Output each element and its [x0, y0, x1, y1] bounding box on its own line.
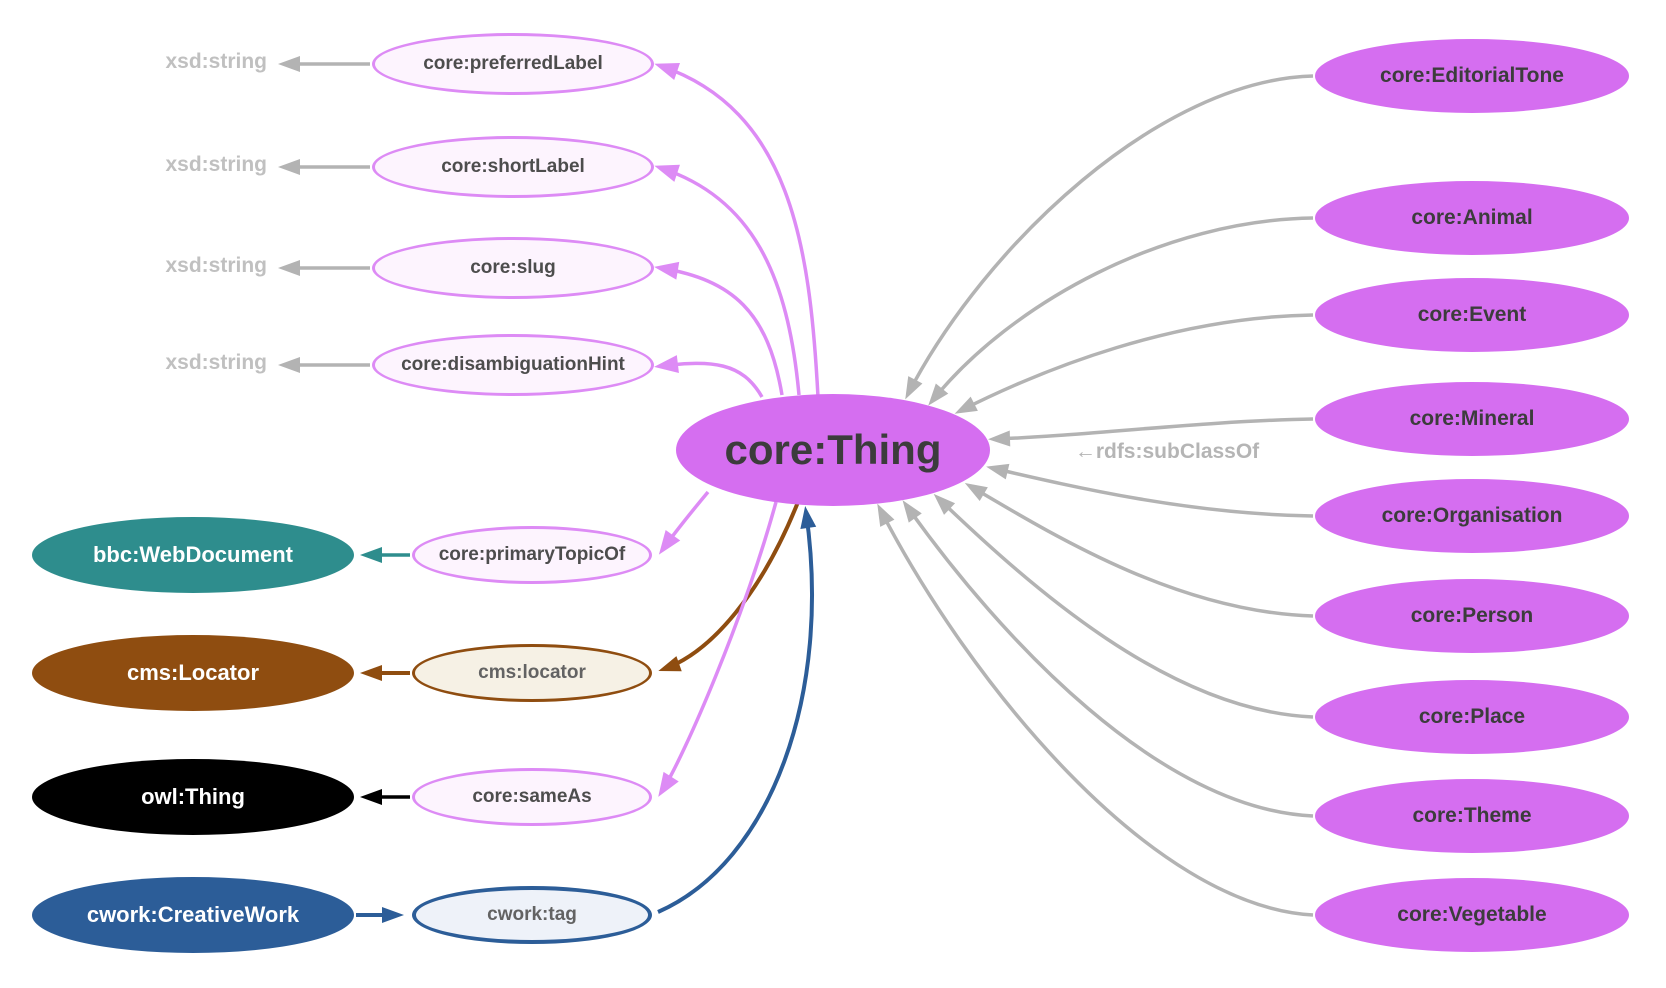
edge-editorialtone-subclassof: [905, 74, 1314, 400]
edge-mineral-subclassof: [988, 417, 1314, 447]
property-label: core:preferredLabel: [423, 53, 603, 74]
node-core-theme[interactable]: core:Theme: [1315, 779, 1629, 853]
node-label: bbc:WebDocument: [92, 542, 294, 567]
edge-animal-subclassof: [928, 216, 1314, 406]
node-label: core:Thing: [724, 426, 942, 473]
node-cms-locator[interactable]: cms:Locator: [32, 635, 354, 711]
property-core-shortlabel[interactable]: core:shortLabel: [372, 136, 654, 198]
edge-event-subclassof: [954, 313, 1314, 414]
edge-tag-to-corething: [657, 506, 817, 914]
edge-corething-to-primarytopicof: [658, 490, 710, 555]
node-label: owl:Thing: [141, 784, 245, 809]
node-label: core:Vegetable: [1397, 903, 1547, 926]
xsd-string-label: xsd:string: [165, 351, 267, 374]
node-label: core:Place: [1418, 705, 1526, 728]
property-cwork-tag[interactable]: cwork:tag: [412, 886, 652, 944]
node-label: cwork:CreativeWork: [86, 902, 300, 927]
edge-person-subclassof: [964, 482, 1314, 618]
node-label: core:Organisation: [1381, 504, 1563, 527]
node-core-event[interactable]: core:Event: [1315, 278, 1629, 352]
node-label: core:Event: [1417, 303, 1527, 326]
node-core-animal[interactable]: core:Animal: [1315, 181, 1629, 255]
xsd-string-label: xsd:string: [165, 254, 267, 277]
xsd-string-label: xsd:string: [165, 153, 267, 176]
node-label: core:Mineral: [1409, 407, 1535, 430]
property-label: core:disambiguationHint: [401, 354, 625, 375]
node-core-mineral[interactable]: core:Mineral: [1315, 382, 1629, 456]
node-owl-thing[interactable]: owl:Thing: [32, 759, 354, 835]
property-label: core:shortLabel: [441, 156, 585, 177]
property-core-preferredlabel[interactable]: core:preferredLabel: [372, 33, 654, 95]
node-label: core:Theme: [1412, 804, 1532, 827]
property-core-primarytopicof[interactable]: core:primaryTopicOf: [412, 526, 652, 584]
property-label: cms:locator: [478, 662, 586, 683]
edge-corething-to-cmslocator-property: [658, 501, 800, 672]
edge-organisation-subclassof: [986, 463, 1314, 518]
edge-corething-to-shortlabel: [654, 164, 801, 396]
edge-place-subclassof: [933, 493, 1314, 719]
node-core-thing[interactable]: core:Thing: [676, 394, 990, 506]
node-label: core:EditorialTone: [1380, 64, 1564, 87]
property-cms-locator[interactable]: cms:locator: [412, 644, 652, 702]
node-core-editorialtone[interactable]: core:EditorialTone: [1315, 39, 1629, 113]
edge-corething-to-sameas: [658, 501, 778, 797]
node-core-organisation[interactable]: core:Organisation: [1315, 479, 1629, 553]
node-label: core:Person: [1410, 604, 1534, 627]
edge-corething-to-slug: [654, 261, 784, 396]
node-bbc-webdocument[interactable]: bbc:WebDocument: [32, 517, 354, 593]
node-label: cms:Locator: [126, 660, 260, 685]
property-label: cwork:tag: [487, 904, 577, 925]
node-label: core:Animal: [1411, 206, 1533, 229]
property-label: core:sameAs: [472, 786, 592, 807]
edge-corething-to-preferredlabel: [654, 62, 820, 398]
edge-corething-to-disambiguationhint: [654, 355, 764, 398]
property-core-sameas[interactable]: core:sameAs: [412, 768, 652, 826]
edge-theme-subclassof: [902, 500, 1314, 818]
edge-vegetable-subclassof: [877, 503, 1314, 917]
node-cwork-creativework[interactable]: cwork:CreativeWork: [32, 877, 354, 953]
node-core-vegetable[interactable]: core:Vegetable: [1315, 878, 1629, 952]
label-rdfs-subclassof: ←rdfs:subClassOf: [1074, 440, 1260, 463]
property-core-disambiguationhint[interactable]: core:disambiguationHint: [372, 334, 654, 396]
node-core-person[interactable]: core:Person: [1315, 579, 1629, 653]
property-core-slug[interactable]: core:slug: [372, 237, 654, 299]
xsd-string-label: xsd:string: [165, 50, 267, 73]
node-core-place[interactable]: core:Place: [1315, 680, 1629, 754]
property-label: core:primaryTopicOf: [438, 544, 626, 565]
property-label: core:slug: [470, 257, 556, 278]
